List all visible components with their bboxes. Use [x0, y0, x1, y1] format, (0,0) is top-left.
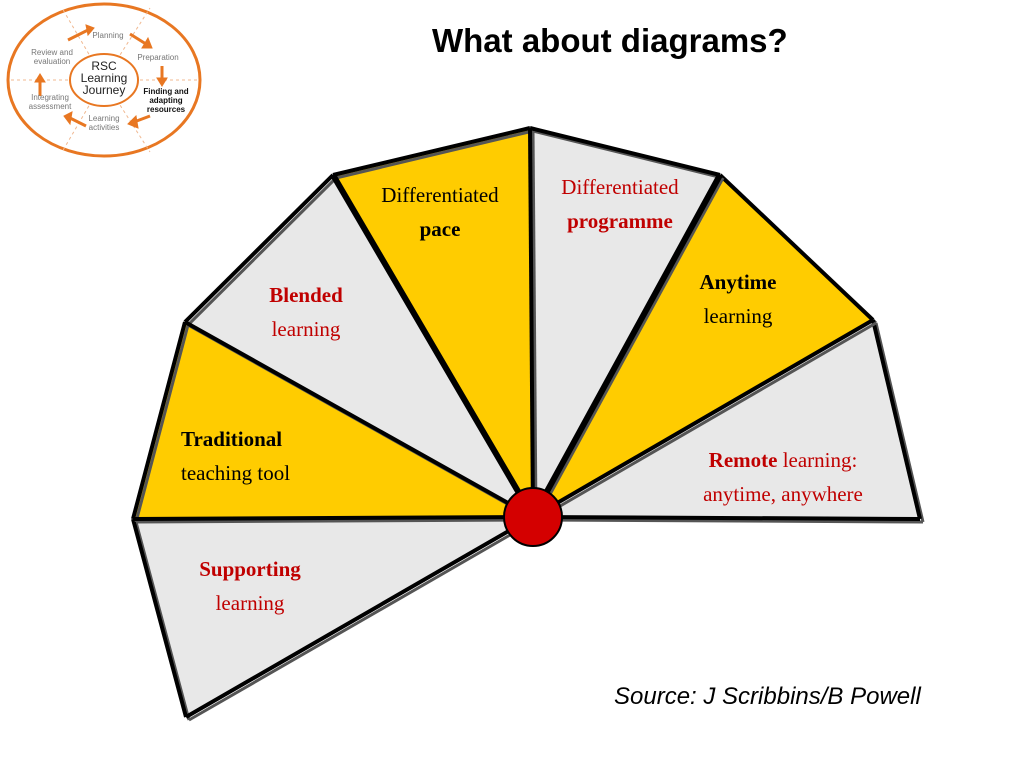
segment-remote — [533, 320, 920, 519]
segment-pace — [333, 128, 533, 517]
segment-traditional — [133, 322, 533, 519]
label-remote: Remote learning:anytime, anywhere — [703, 448, 863, 506]
logo-stage-label: Preparation — [137, 53, 178, 62]
segment-blended — [185, 175, 533, 517]
page-title: What about diagrams? — [432, 22, 788, 59]
segment-supporting — [133, 517, 533, 717]
segment-anytime — [533, 175, 873, 517]
logo-stage-label: Planning — [92, 31, 123, 40]
segment-programme — [530, 128, 720, 517]
center-hub — [503, 487, 563, 547]
source-credit: Source: J Scribbins/B Powell — [614, 683, 921, 710]
